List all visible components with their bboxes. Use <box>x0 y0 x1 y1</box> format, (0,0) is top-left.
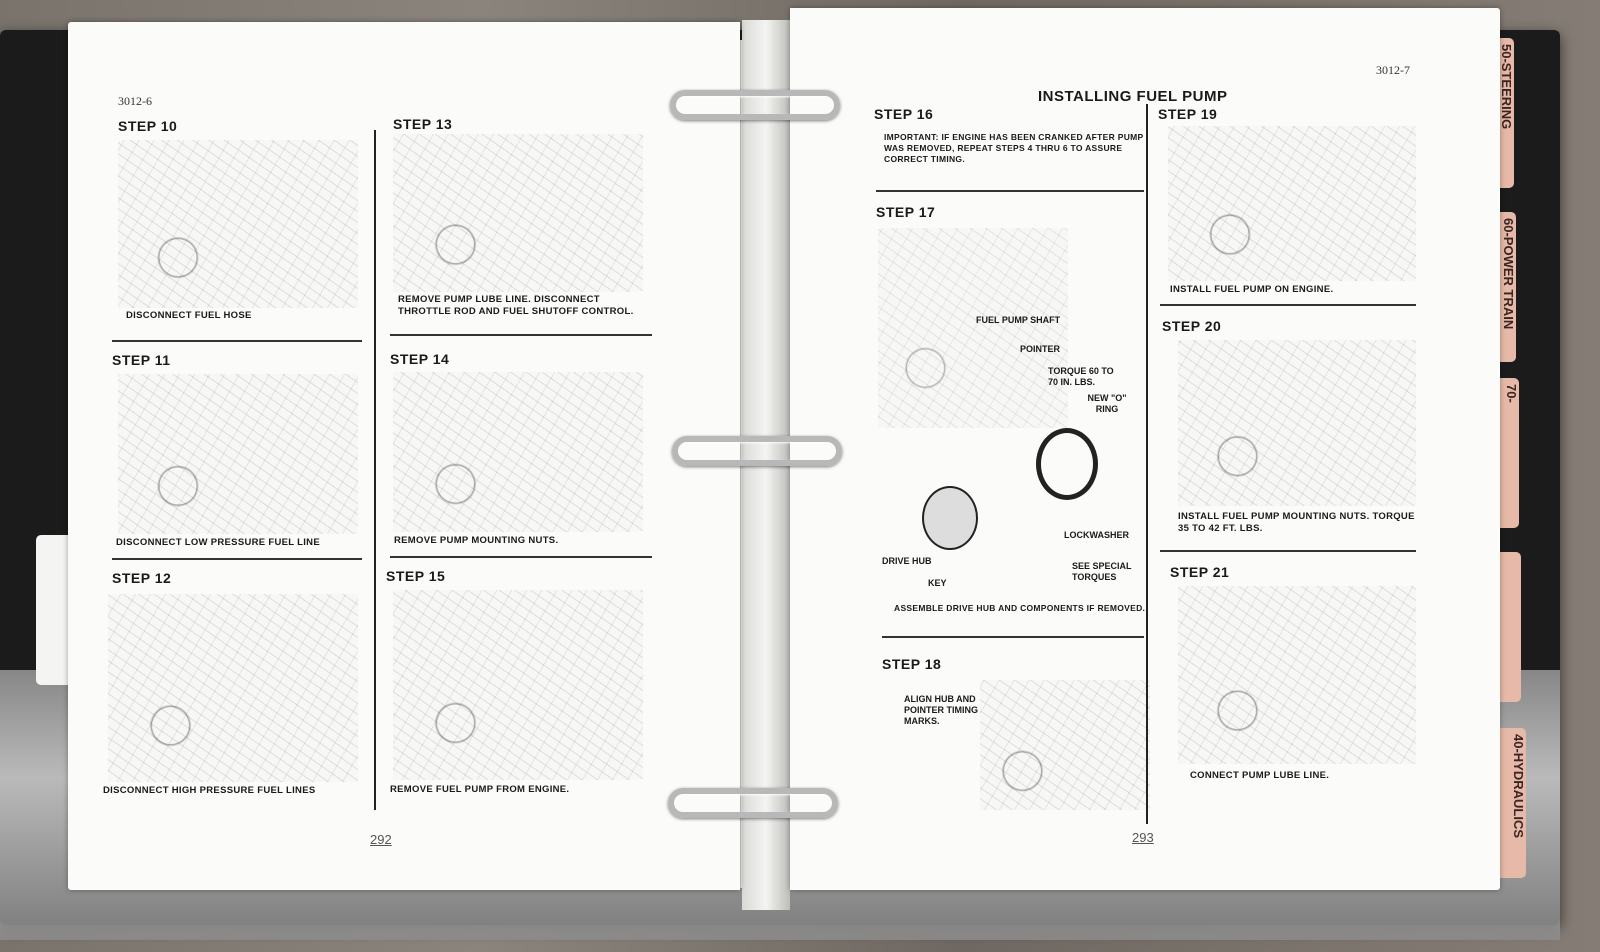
divider <box>390 556 652 558</box>
step-13-illustration <box>393 134 643 292</box>
o-ring-shape <box>1036 428 1098 500</box>
column-divider <box>374 130 376 810</box>
label-torque: TORQUE 60 TO 70 IN. LBS. <box>1048 366 1114 387</box>
step-14-title: STEP 14 <box>390 351 450 367</box>
page-number: 292 <box>370 832 392 847</box>
step-15-caption: REMOVE FUEL PUMP FROM ENGINE. <box>390 784 570 795</box>
step-19-illustration <box>1168 126 1416 281</box>
step-21-caption: CONNECT PUMP LUBE LINE. <box>1190 770 1330 781</box>
binder-ring-top[interactable] <box>670 90 840 120</box>
label-align-hub: ALIGN HUB AND POINTER TIMING MARKS. <box>904 694 978 726</box>
step-16-text: IMPORTANT: IF ENGINE HAS BEEN CRANKED AF… <box>884 132 1144 164</box>
step-11-illustration <box>118 374 358 534</box>
step-17-caption: ASSEMBLE DRIVE HUB AND COMPONENTS IF REM… <box>894 603 1146 613</box>
step-21-title: STEP 21 <box>1170 564 1230 580</box>
step-15-title: STEP 15 <box>386 568 446 584</box>
step-10-title: STEP 10 <box>118 118 178 134</box>
step-11-title: STEP 11 <box>112 352 171 368</box>
label-pointer: POINTER <box>1020 344 1061 354</box>
column-divider <box>1146 104 1148 824</box>
tab-hydraulics[interactable]: 40-HYDRAULICS <box>1500 728 1526 878</box>
page-id: 3012-6 <box>118 94 152 108</box>
divider <box>112 340 362 342</box>
step-12-title: STEP 12 <box>112 570 172 586</box>
step-16-title: STEP 16 <box>874 106 934 122</box>
label-drive-hub: DRIVE HUB <box>882 556 932 566</box>
binder-ring-bottom[interactable] <box>668 788 838 818</box>
step-13-title: STEP 13 <box>393 116 453 132</box>
step-17-title: STEP 17 <box>876 204 936 220</box>
step-12-illustration <box>108 594 358 782</box>
drive-hub-shape <box>922 486 978 550</box>
step-17-exploded-diagram <box>878 228 1068 428</box>
step-13-caption: REMOVE PUMP LUBE LINE. DISCONNECT THROTT… <box>398 294 634 317</box>
step-18-title: STEP 18 <box>882 656 942 672</box>
section-heading: INSTALLING FUEL PUMP <box>1038 88 1228 105</box>
divider <box>876 190 1144 192</box>
label-see-special-torques: SEE SPECIAL TORQUES <box>1072 561 1132 582</box>
step-10-caption: DISCONNECT FUEL HOSE <box>126 310 252 321</box>
right-page: 3012-7 INSTALLING FUEL PUMP STEP 16 IMPO… <box>790 8 1500 890</box>
divider <box>390 334 652 336</box>
divider <box>112 558 362 560</box>
divider <box>882 636 1144 638</box>
page-id: 3012-7 <box>1376 63 1410 77</box>
step-20-title: STEP 20 <box>1162 318 1222 334</box>
step-11-caption: DISCONNECT LOW PRESSURE FUEL LINE <box>116 537 320 548</box>
left-page: 3012-6 STEP 10 DISCONNECT FUEL HOSE STEP… <box>68 22 740 890</box>
divider <box>1160 304 1416 306</box>
step-10-illustration <box>118 140 358 308</box>
label-o-ring: NEW "O" RING <box>1087 393 1127 414</box>
page-number: 293 <box>1132 830 1154 845</box>
divider <box>1160 550 1416 552</box>
step-19-title: STEP 19 <box>1158 106 1218 122</box>
step-14-illustration <box>393 372 643 532</box>
step-18-illustration <box>980 680 1150 810</box>
step-12-caption: DISCONNECT HIGH PRESSURE FUEL LINES <box>103 785 316 796</box>
tab-left-edge[interactable] <box>36 535 70 685</box>
step-20-illustration <box>1178 340 1416 506</box>
label-lockwasher: LOCKWASHER <box>1064 530 1129 540</box>
label-fuel-pump-shaft: FUEL PUMP SHAFT <box>976 315 1061 325</box>
step-14-caption: REMOVE PUMP MOUNTING NUTS. <box>394 535 559 546</box>
step-21-illustration <box>1178 586 1416 764</box>
step-19-caption: INSTALL FUEL PUMP ON ENGINE. <box>1170 284 1334 295</box>
step-20-caption: INSTALL FUEL PUMP MOUNTING NUTS. TORQUE … <box>1178 511 1415 534</box>
step-15-illustration <box>393 590 643 780</box>
binder-ring-middle[interactable] <box>672 436 842 466</box>
label-key: KEY <box>928 578 947 588</box>
